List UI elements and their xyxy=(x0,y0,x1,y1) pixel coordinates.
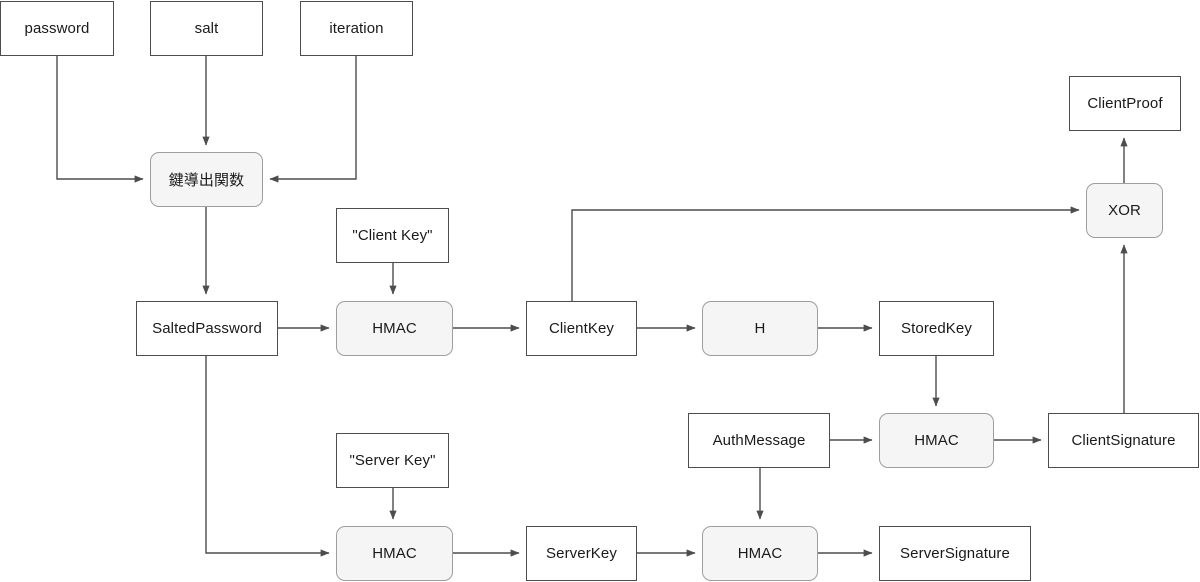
node-hmac_serverkey[interactable]: HMAC xyxy=(336,526,453,581)
node-label-saltedpassword: SaltedPassword xyxy=(152,319,262,337)
node-label-hmac_clientsig: HMAC xyxy=(914,431,959,449)
node-authmessage[interactable]: AuthMessage xyxy=(688,413,830,468)
node-label-serverkeyconst: "Server Key" xyxy=(349,451,436,469)
node-label-salt: salt xyxy=(194,19,219,37)
node-serversignature[interactable]: ServerSignature xyxy=(879,526,1031,581)
node-password[interactable]: password xyxy=(0,1,114,56)
edge-iteration-to-kdf xyxy=(269,56,357,183)
node-label-clientsignature: ClientSignature xyxy=(1071,431,1176,449)
node-hmac_clientsig[interactable]: HMAC xyxy=(879,413,994,468)
edge-clientkey-to-xor xyxy=(571,206,1080,301)
node-xor[interactable]: XOR xyxy=(1086,183,1163,238)
node-saltedpassword[interactable]: SaltedPassword xyxy=(136,301,278,356)
node-iteration[interactable]: iteration xyxy=(300,1,413,56)
node-clientsignature[interactable]: ClientSignature xyxy=(1048,413,1199,468)
node-clientkey[interactable]: ClientKey xyxy=(526,301,637,356)
node-label-password: password xyxy=(24,19,90,37)
node-label-serverkey: ServerKey xyxy=(546,544,617,562)
node-label-hmac_serversig: HMAC xyxy=(737,544,783,562)
node-label-hmac_serverkey: HMAC xyxy=(372,544,417,562)
node-label-xor: XOR xyxy=(1108,201,1141,219)
node-label-clientkey: ClientKey xyxy=(548,319,615,337)
node-label-kdf: 鍵導出関数 xyxy=(168,170,245,189)
node-salt[interactable]: salt xyxy=(150,1,263,56)
node-label-clientkeyconst: "Client Key" xyxy=(352,226,433,244)
node-clientkeyconst[interactable]: "Client Key" xyxy=(336,208,449,263)
node-label-authmessage: AuthMessage xyxy=(712,431,806,449)
node-clientproof[interactable]: ClientProof xyxy=(1069,76,1181,131)
node-label-hmac_clientkey: HMAC xyxy=(372,319,417,337)
edge-saltedpassword-to-hmac-server xyxy=(205,356,330,557)
node-label-serversignature: ServerSignature xyxy=(900,544,1010,562)
node-label-storedkey: StoredKey xyxy=(901,319,972,337)
node-label-clientproof: ClientProof xyxy=(1087,94,1163,112)
edge-password-to-kdf xyxy=(56,56,144,183)
node-label-iteration: iteration xyxy=(329,19,384,37)
node-label-hash_h: H xyxy=(754,319,766,337)
node-hash_h[interactable]: H xyxy=(702,301,818,356)
node-storedkey[interactable]: StoredKey xyxy=(879,301,994,356)
node-hmac_clientkey[interactable]: HMAC xyxy=(336,301,453,356)
node-serverkey[interactable]: ServerKey xyxy=(526,526,637,581)
node-kdf[interactable]: 鍵導出関数 xyxy=(150,152,263,207)
node-serverkeyconst[interactable]: "Server Key" xyxy=(336,433,449,488)
node-hmac_serversig[interactable]: HMAC xyxy=(702,526,818,581)
